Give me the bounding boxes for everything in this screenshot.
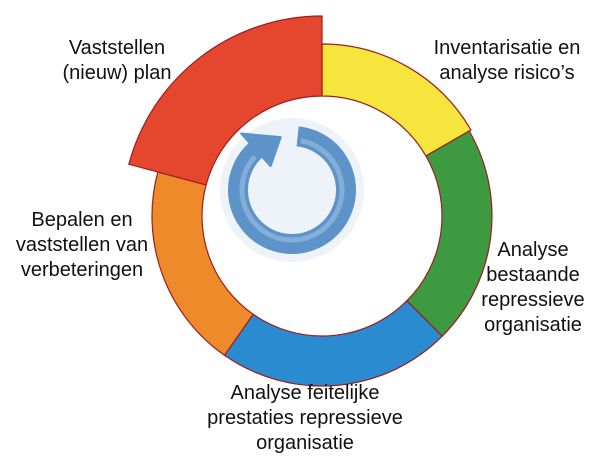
step-label-vaststellen: Vaststellen (nieuw) plan [62, 37, 172, 84]
step-label-bepalen: Bepalen en vaststellen van verbeteringen [15, 209, 149, 281]
step-label-analyse-feitelijke: Analyse feitelijke prestaties repressiev… [207, 382, 403, 454]
segment-vaststellen [128, 15, 323, 186]
step-label-inventarisatie: Inventarisatie en analyse risico’s [433, 37, 581, 84]
refresh-arrow-icon [220, 118, 364, 262]
segment-inventarisatie [321, 43, 472, 157]
step-label-analyse-bestaande: Analyse bestaande repressieve organisati… [481, 239, 585, 336]
segment-analyse-feitelijke [223, 300, 444, 387]
